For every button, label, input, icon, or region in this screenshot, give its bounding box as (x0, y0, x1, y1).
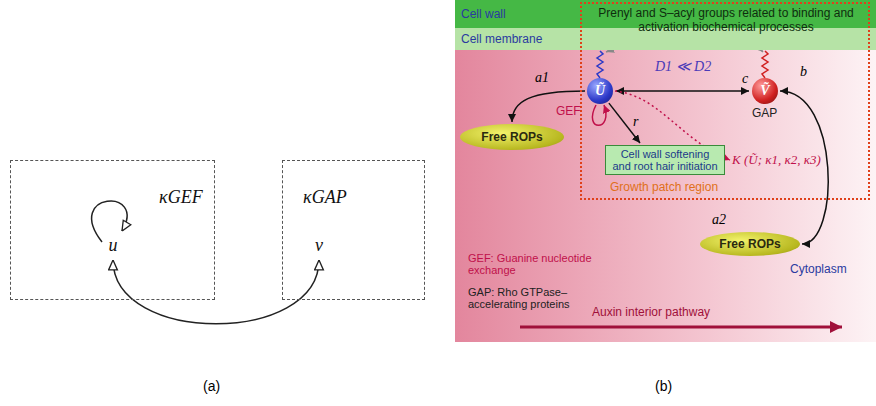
text-label: GAP: Rho GTPase–accelerating proteins (468, 286, 608, 310)
dashed-box: κGAP v (282, 160, 425, 300)
node-text: Free ROPs (481, 130, 542, 144)
connector (609, 103, 640, 143)
prenyl-anchor (597, 51, 603, 78)
edge-label: r (633, 114, 638, 130)
node-text: Cell wall softening and root hair initia… (610, 148, 720, 172)
edge-label: c (742, 71, 748, 87)
text-label: (a) (203, 378, 220, 394)
text-label: GEF (556, 104, 581, 118)
text-label: a2 (712, 212, 726, 228)
text-label: (b) (655, 378, 672, 394)
dashed-box: κGEF u (10, 160, 215, 300)
node-text: Prenyl and S–acyl groups related to bind… (586, 6, 866, 34)
text-label: a1 (535, 70, 549, 86)
node-text: Ṽ (760, 83, 769, 99)
free-rops-ellipse: Free ROPs (460, 124, 564, 150)
connector (592, 105, 606, 125)
node-text: Ũ (595, 83, 605, 99)
connector (113, 260, 319, 324)
node-text: κGEF (159, 187, 203, 208)
text-label: GAP (752, 106, 777, 120)
process-box: Cell wall softening and root hair initia… (605, 145, 725, 175)
text-label: Auxin interior pathway (592, 305, 710, 319)
node-text: v (315, 235, 323, 256)
connector (512, 91, 585, 122)
rop-sphere: Ũ (587, 78, 613, 104)
node-text: Growth patch region (610, 180, 718, 194)
text-label: GEF: Guanine nucleotide exchange (468, 252, 608, 276)
node-text: κGAP (303, 187, 347, 208)
growth-patch-region: Prenyl and S–acyl groups related to bind… (580, 2, 870, 200)
connector (616, 90, 749, 92)
auxin-arrow (520, 326, 842, 329)
edge-label: b (800, 64, 807, 80)
free-rops-ellipse: Free ROPs (700, 232, 800, 256)
rop-sphere: Ṽ (752, 78, 778, 104)
text-label: Cytoplasm (790, 262, 847, 276)
text-label: D1 ≪ D2 (655, 58, 711, 75)
variable-node: v (309, 232, 329, 258)
node-text: Free ROPs (719, 237, 780, 251)
cytoplasm-ground (455, 0, 876, 342)
variable-node: u (103, 232, 123, 258)
node-text: K (Ũ; κ1, κ2, κ3) (732, 152, 821, 168)
node-text: u (109, 235, 118, 256)
function-label: K (Ũ; κ1, κ2, κ3) (732, 152, 821, 168)
acyl-anchor (762, 51, 768, 78)
connector (780, 91, 828, 244)
